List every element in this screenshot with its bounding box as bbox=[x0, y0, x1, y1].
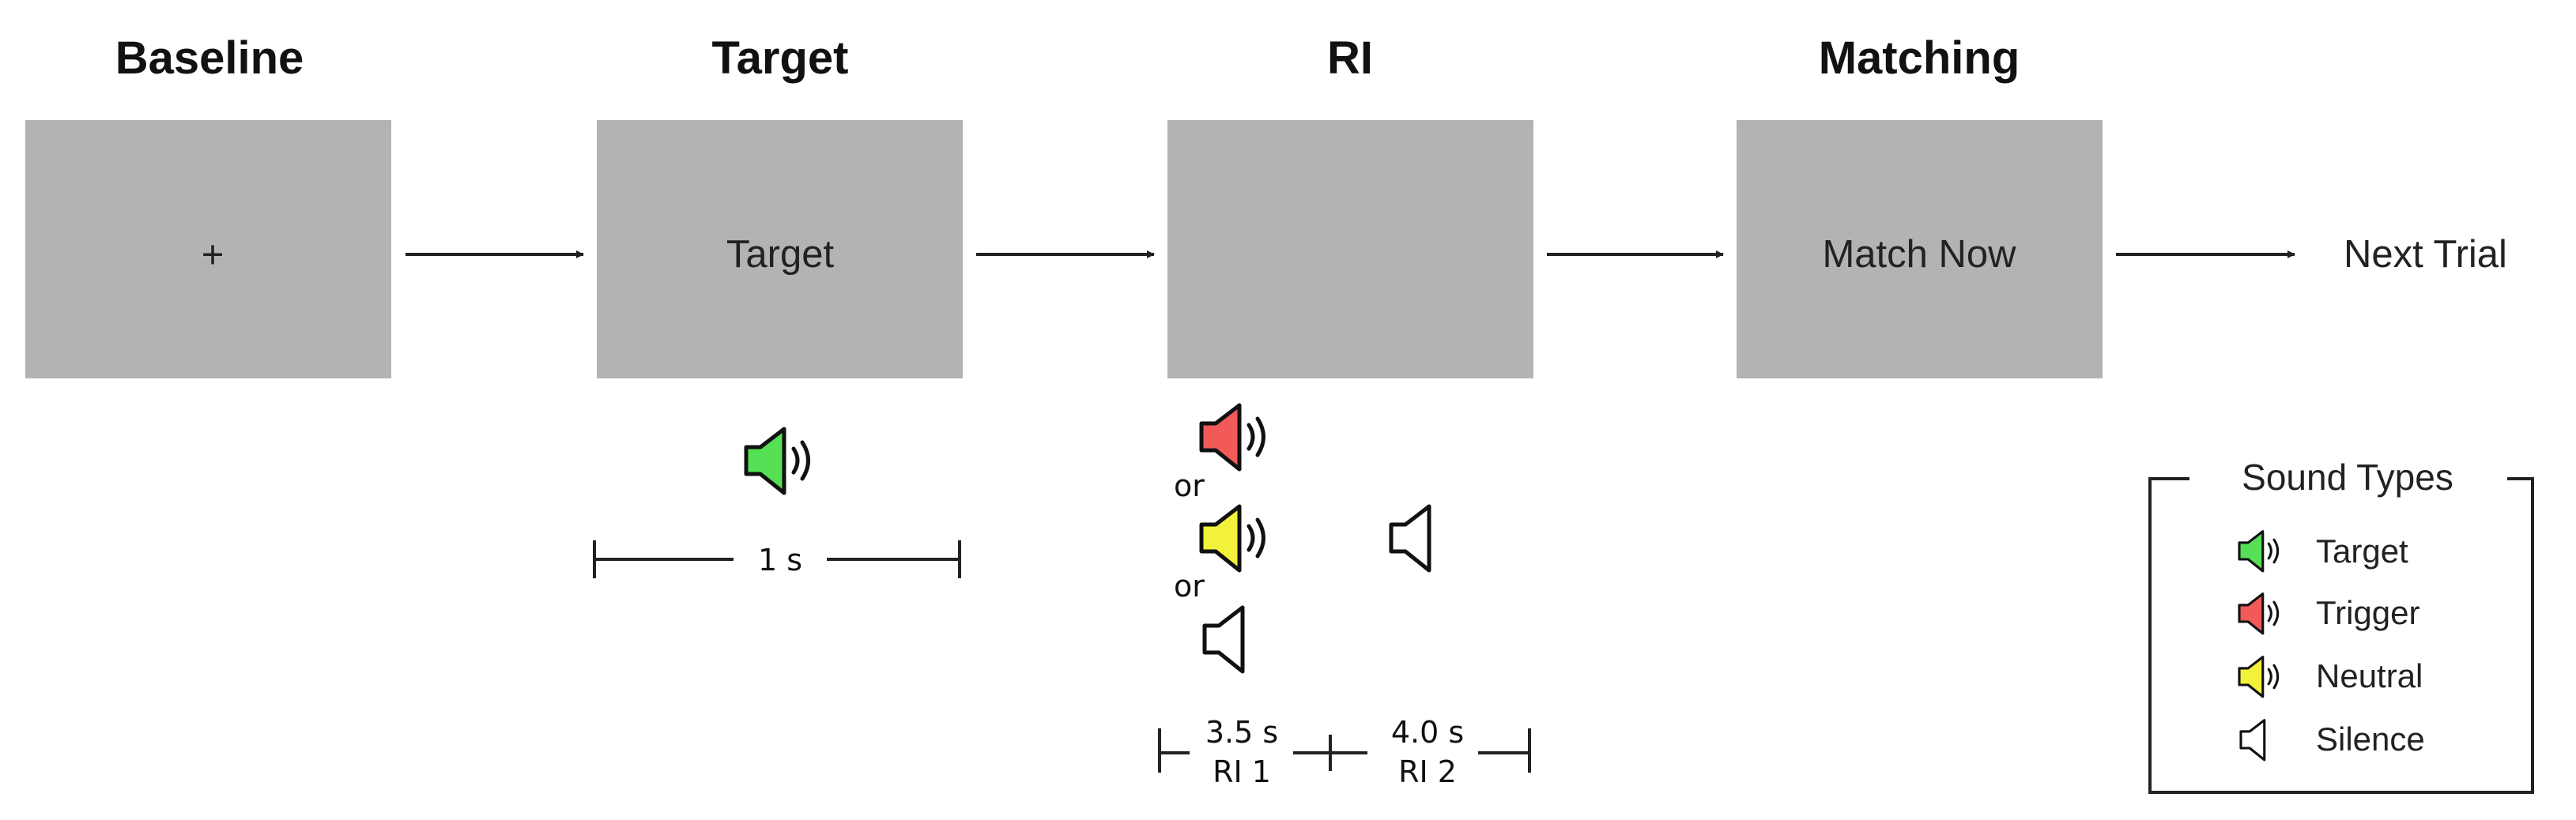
ri1-duration: 3.5 s bbox=[1205, 715, 1278, 750]
ri2-duration: 4.0 s bbox=[1391, 715, 1464, 750]
trigger-sound-icon bbox=[1199, 403, 1265, 472]
stage-heading-target: Target bbox=[712, 32, 849, 84]
legend-target-label: Target bbox=[2316, 532, 2408, 570]
target-duration-label: 1 s bbox=[758, 543, 802, 577]
legend-silence-label: Silence bbox=[2316, 720, 2425, 758]
target-duration-bracket bbox=[593, 540, 961, 578]
ri-timing-bracket bbox=[1158, 728, 1531, 773]
legend-trigger-icon bbox=[2238, 592, 2280, 635]
silence-icon-ri1 bbox=[1202, 605, 1245, 674]
screen-matching bbox=[1737, 120, 2103, 378]
fixation-cross: + bbox=[202, 234, 224, 276]
legend-target-icon bbox=[2238, 530, 2280, 573]
neutral-sound-icon bbox=[1199, 504, 1265, 573]
or-label-2: or bbox=[1174, 569, 1205, 604]
stage-heading-matching: Matching bbox=[1819, 32, 2020, 84]
legend: Sound Types Target Trigger Neutral Silen… bbox=[2148, 457, 2534, 794]
legend-neutral-icon bbox=[2238, 656, 2280, 698]
legend-trigger-label: Trigger bbox=[2316, 594, 2419, 631]
screen-matching-text: Match Now bbox=[1822, 233, 2016, 276]
legend-neutral-label: Neutral bbox=[2316, 657, 2423, 694]
legend-title: Sound Types bbox=[2242, 457, 2453, 498]
screen-target-text: Target bbox=[726, 233, 835, 276]
screen-ri bbox=[1167, 120, 1533, 378]
silence-icon-ri2 bbox=[1389, 504, 1431, 573]
ri2-label: RI 2 bbox=[1398, 754, 1457, 789]
screen-target bbox=[597, 120, 963, 378]
next-trial-label: Next Trial bbox=[2344, 233, 2507, 276]
or-label-1: or bbox=[1174, 468, 1205, 503]
target-sound-icon bbox=[744, 427, 810, 495]
legend-silence-icon bbox=[2239, 719, 2266, 762]
ri1-label: RI 1 bbox=[1213, 754, 1271, 789]
stage-heading-ri: RI bbox=[1327, 32, 1373, 84]
stage-heading-baseline: Baseline bbox=[115, 32, 304, 84]
screen-baseline bbox=[25, 120, 391, 378]
